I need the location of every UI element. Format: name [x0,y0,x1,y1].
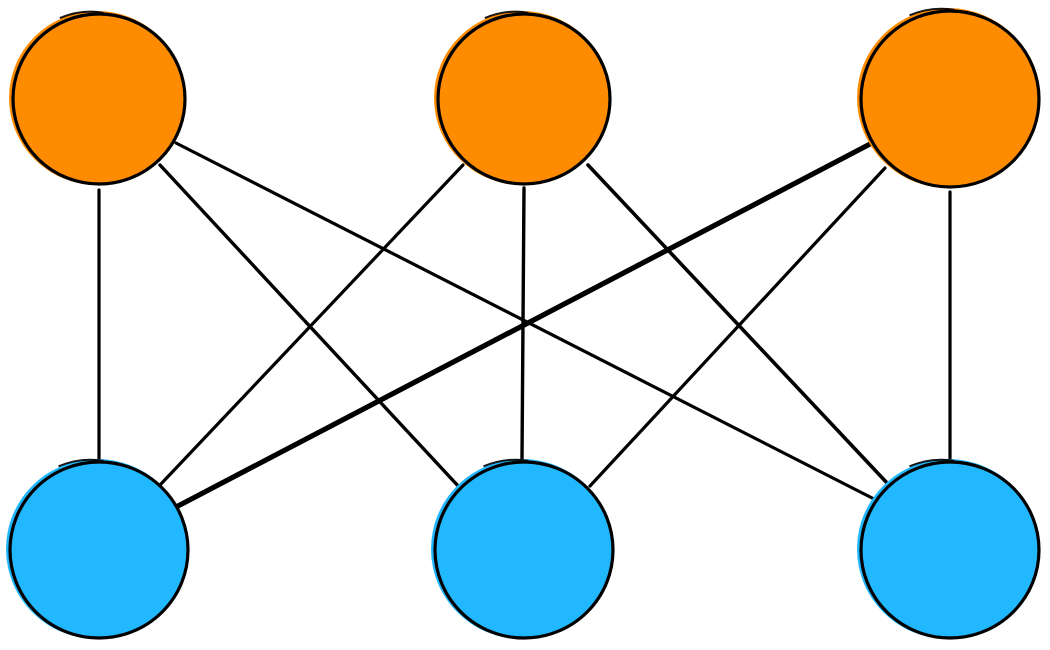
edges-layer [97,140,952,509]
node-sketch-stroke-bottom-3 [909,458,955,468]
node-sketch-stroke-bottom-2 [483,458,529,468]
node-sketch-stroke-top-2 [484,10,529,20]
node-fill-top-3 [857,8,1039,188]
node-outline-top-3 [859,9,1041,189]
node-outline-bottom-3 [859,460,1041,640]
node-fill-bottom-1 [6,459,188,639]
node-fill-top-1 [9,11,185,185]
node-fill-top-2 [434,11,610,185]
edge-top-3-bottom-2 [588,166,887,488]
node-outline-bottom-1 [8,460,190,640]
node-fill-bottom-3 [857,459,1039,639]
node-top-1[interactable] [9,10,187,186]
node-sketch-stroke-bottom-1 [58,458,104,468]
node-fill-bottom-2 [431,459,613,639]
node-top-2[interactable] [434,10,612,186]
edge-top-3-bottom-1 [175,140,875,509]
node-outline-top-1 [11,12,187,186]
node-outline-bottom-2 [433,460,615,640]
node-bottom-1[interactable] [6,458,190,640]
node-top-3[interactable] [857,7,1041,189]
nodes-layer [6,7,1041,640]
node-sketch-stroke-top-1 [59,10,104,20]
node-bottom-3[interactable] [857,458,1041,640]
node-bottom-2[interactable] [431,458,615,640]
node-sketch-stroke-top-3 [909,7,955,17]
edge-top-2-bottom-1 [158,163,465,487]
node-outline-top-2 [436,12,612,186]
